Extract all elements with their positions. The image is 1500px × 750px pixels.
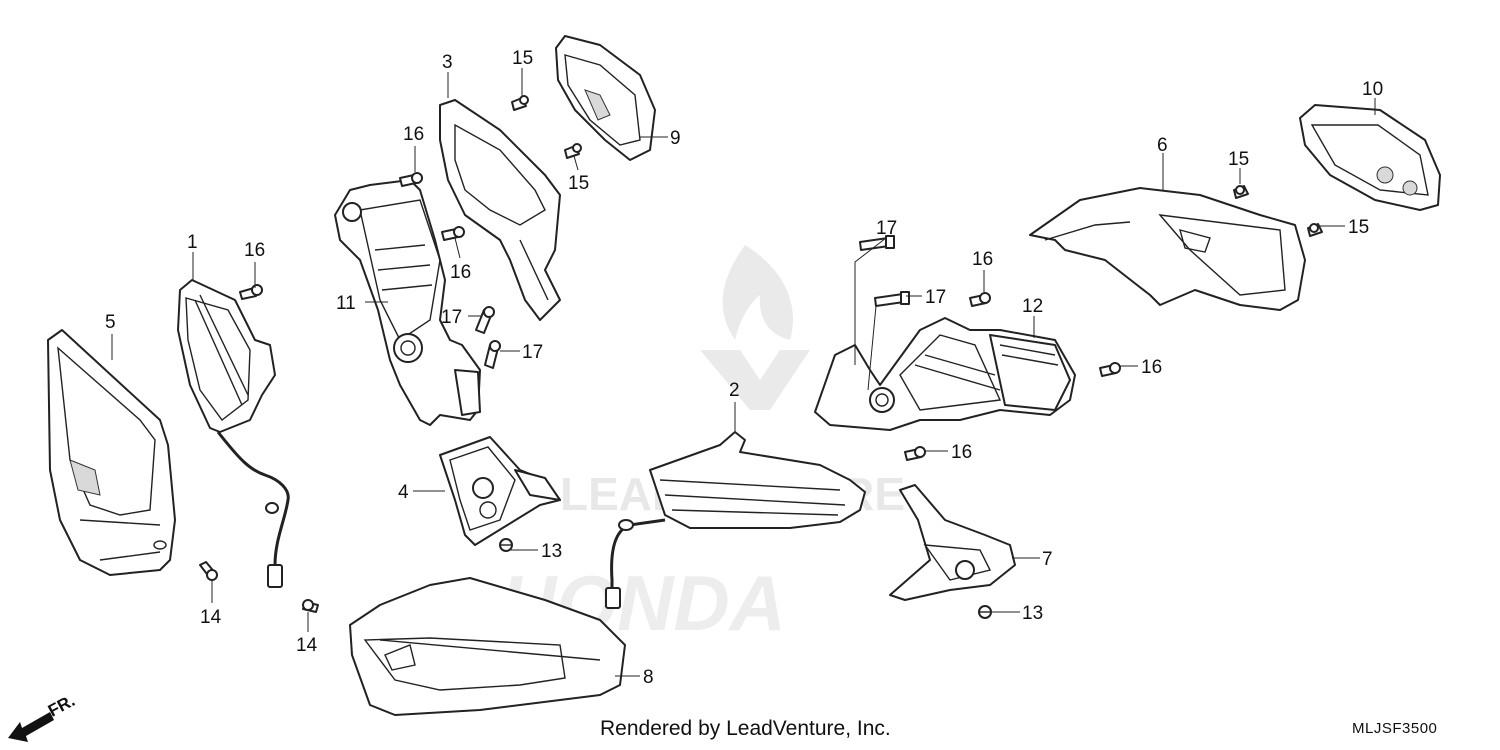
callout-13-a: 13 bbox=[541, 541, 562, 562]
callout-17-a: 17 bbox=[441, 307, 462, 328]
watermark: LEADVENTURE HONDA bbox=[500, 245, 905, 647]
screw-13-b bbox=[978, 605, 992, 619]
bolt-17-b bbox=[484, 340, 501, 369]
screw-15-c bbox=[1233, 185, 1249, 199]
callout-5: 5 bbox=[105, 312, 116, 333]
front-direction-indicator: FR. bbox=[8, 691, 78, 742]
screw-16-e bbox=[1099, 362, 1121, 377]
callout-10: 10 bbox=[1362, 79, 1383, 100]
screw-16-d bbox=[969, 292, 991, 307]
part-1-mirror-unit bbox=[177, 279, 290, 588]
part-12-bracket-right bbox=[814, 317, 1076, 431]
screw-16-b bbox=[441, 226, 465, 241]
callout-13-b: 13 bbox=[1022, 603, 1043, 624]
screw-15-b bbox=[564, 143, 582, 159]
bolt-17-d bbox=[874, 291, 910, 307]
callout-16-a: 16 bbox=[244, 240, 265, 261]
callout-1: 1 bbox=[187, 232, 198, 253]
callout-3: 3 bbox=[442, 52, 453, 73]
part-11-bracket-left bbox=[334, 179, 481, 426]
callout-15-c: 15 bbox=[1228, 149, 1249, 170]
callout-15-d: 15 bbox=[1348, 217, 1369, 238]
screw-16-f bbox=[904, 446, 926, 461]
part-7-turn-signal-right bbox=[889, 484, 1016, 601]
part-10-mirror-glass-right bbox=[1299, 104, 1441, 211]
part-2-turn-signal-center bbox=[605, 431, 866, 609]
leader-lines bbox=[111, 68, 1376, 677]
callout-7: 7 bbox=[1042, 549, 1053, 570]
part-8-lower-cover bbox=[349, 577, 626, 716]
diagram-code: MLJSF3500 bbox=[1352, 720, 1438, 737]
part-4-turn-signal-left bbox=[439, 436, 561, 546]
screw-16-c bbox=[239, 284, 263, 300]
callout-16-e: 16 bbox=[972, 249, 993, 270]
bolt-17-a bbox=[475, 306, 495, 334]
callout-6: 6 bbox=[1157, 135, 1168, 156]
part-5-mirror-housing bbox=[47, 329, 176, 576]
footer-credit: Rendered by LeadVenture, Inc. bbox=[600, 717, 891, 740]
callout-2: 2 bbox=[729, 380, 740, 401]
callout-16-d: 16 bbox=[951, 442, 972, 463]
screw-16-a bbox=[399, 172, 423, 187]
callout-14-b: 14 bbox=[296, 635, 318, 656]
callout-16-f: 16 bbox=[1141, 357, 1162, 378]
callout-17-c: 17 bbox=[876, 218, 897, 239]
screw-15-a bbox=[511, 95, 529, 111]
screw-14-b bbox=[302, 599, 319, 613]
fasteners bbox=[199, 95, 1323, 619]
callout-15-a: 15 bbox=[512, 48, 533, 69]
callout-15-b: 15 bbox=[568, 173, 589, 194]
callout-9: 9 bbox=[670, 128, 681, 149]
callout-8: 8 bbox=[643, 667, 654, 688]
part-3-housing-frame bbox=[439, 99, 561, 321]
callout-16-c: 16 bbox=[450, 262, 471, 283]
front-arrow-icon bbox=[8, 712, 54, 742]
part-6-housing-right bbox=[1029, 187, 1306, 311]
screw-15-d bbox=[1307, 223, 1323, 237]
callout-labels: 1 16 5 11 3 16 16 15 15 9 17 17 4 13 14 … bbox=[105, 48, 1383, 688]
part-9-mirror-glass bbox=[555, 35, 656, 161]
callout-11: 11 bbox=[336, 293, 356, 314]
callout-12: 12 bbox=[1022, 296, 1043, 317]
callout-16-b: 16 bbox=[403, 124, 424, 145]
callout-14-a: 14 bbox=[200, 607, 222, 628]
callout-17-b: 17 bbox=[522, 342, 543, 363]
screw-14-a bbox=[199, 561, 218, 581]
callout-4: 4 bbox=[398, 482, 409, 503]
screw-13-a bbox=[499, 538, 513, 552]
callout-17-d: 17 bbox=[925, 287, 946, 308]
